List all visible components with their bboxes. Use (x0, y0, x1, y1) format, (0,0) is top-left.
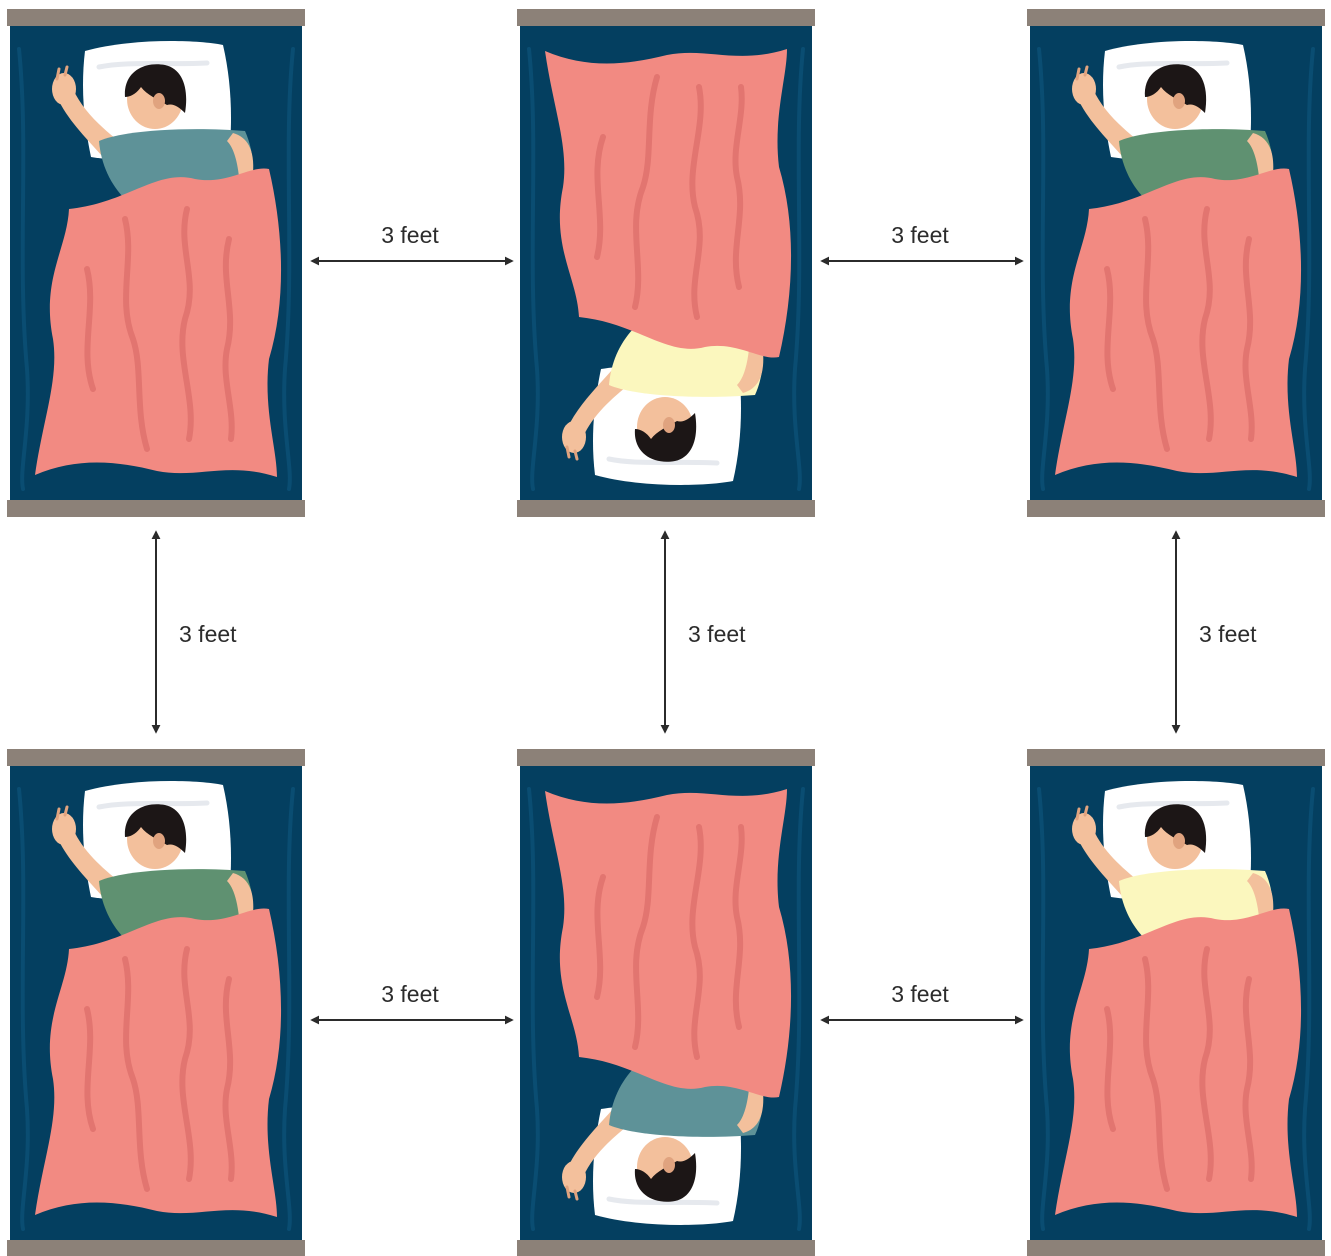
ear (153, 93, 165, 109)
hand (562, 1161, 586, 1193)
hand (1072, 73, 1096, 105)
bed-bottom-middle (517, 749, 815, 1256)
bed-frame-bottom (517, 500, 815, 517)
hand (52, 73, 76, 105)
ear (1173, 833, 1185, 849)
bed-frame-top (7, 9, 305, 26)
ear (153, 833, 165, 849)
bed-frame-top (1027, 749, 1325, 766)
distance-label-right-column: 3 feet (1199, 621, 1257, 647)
blanket (1055, 908, 1301, 1217)
blanket (35, 908, 281, 1217)
distance-label-left-column: 3 feet (179, 621, 237, 647)
bed-frame-top (1027, 9, 1325, 26)
blanket (545, 789, 791, 1098)
bed-frame-top (517, 9, 815, 26)
blanket (35, 168, 281, 477)
ear (1173, 93, 1185, 109)
distance-label-bottom-middle-right: 3 feet (891, 981, 949, 1007)
hand (52, 813, 76, 845)
bed-frame-bottom (7, 500, 305, 517)
blanket (1055, 168, 1301, 477)
ear (663, 1157, 675, 1173)
distance-label-bottom-left-middle: 3 feet (381, 981, 439, 1007)
blanket (545, 49, 791, 358)
hand (562, 421, 586, 453)
hand (1072, 813, 1096, 845)
bed-bottom-right (1027, 749, 1325, 1256)
bed-top-right (1027, 9, 1325, 517)
bed-frame-bottom (517, 1240, 815, 1256)
distance-label-top-left-middle: 3 feet (381, 222, 439, 248)
bed-frame-top (7, 749, 305, 766)
bed-top-left (7, 9, 305, 517)
distance-label-middle-column: 3 feet (688, 621, 746, 647)
bed-frame-bottom (7, 1240, 305, 1256)
ear (663, 417, 675, 433)
bed-frame-top (517, 749, 815, 766)
bed-frame-bottom (1027, 500, 1325, 517)
distance-label-top-middle-right: 3 feet (891, 222, 949, 248)
bed-bottom-left (7, 749, 305, 1256)
bed-frame-bottom (1027, 1240, 1325, 1256)
bed-top-middle (517, 9, 815, 517)
